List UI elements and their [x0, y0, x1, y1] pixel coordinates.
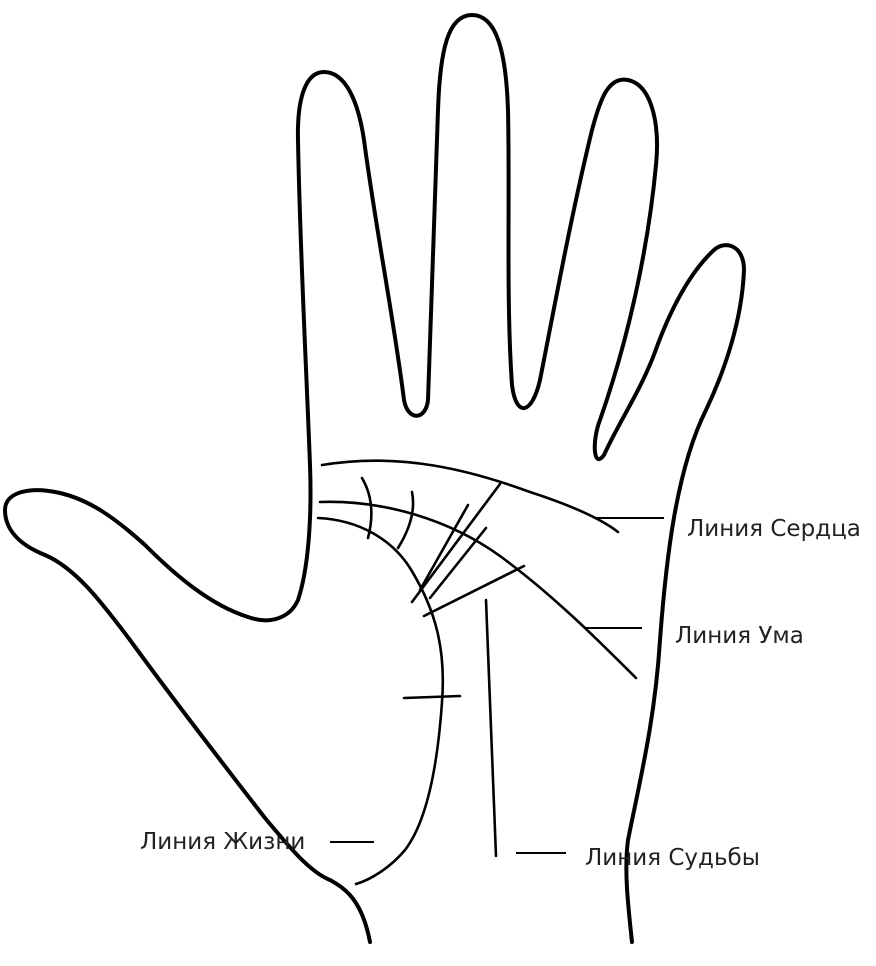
- heart-line: [320, 459, 620, 534]
- minor-line-crossing-3: [428, 526, 488, 600]
- fate-line-label: Линия Судьбы: [585, 845, 760, 871]
- fate-line: [484, 598, 498, 858]
- minor-line-arc-2: [396, 490, 415, 550]
- heart-line-label: Линия Сердца: [687, 516, 861, 542]
- minor-line-crossing-4: [422, 564, 526, 618]
- minor-line-crossing-2: [418, 503, 470, 592]
- head-line-label: Линия Ума: [675, 623, 804, 649]
- head-line: [318, 500, 638, 680]
- minor-line-crossing-5: [402, 694, 462, 700]
- minor-line-crossing-1: [410, 482, 502, 604]
- hand-outline: [3, 13, 746, 944]
- life-line: [316, 516, 445, 886]
- life-line-label: Линия Жизни: [140, 829, 305, 855]
- minor-line-arc-1: [360, 476, 373, 540]
